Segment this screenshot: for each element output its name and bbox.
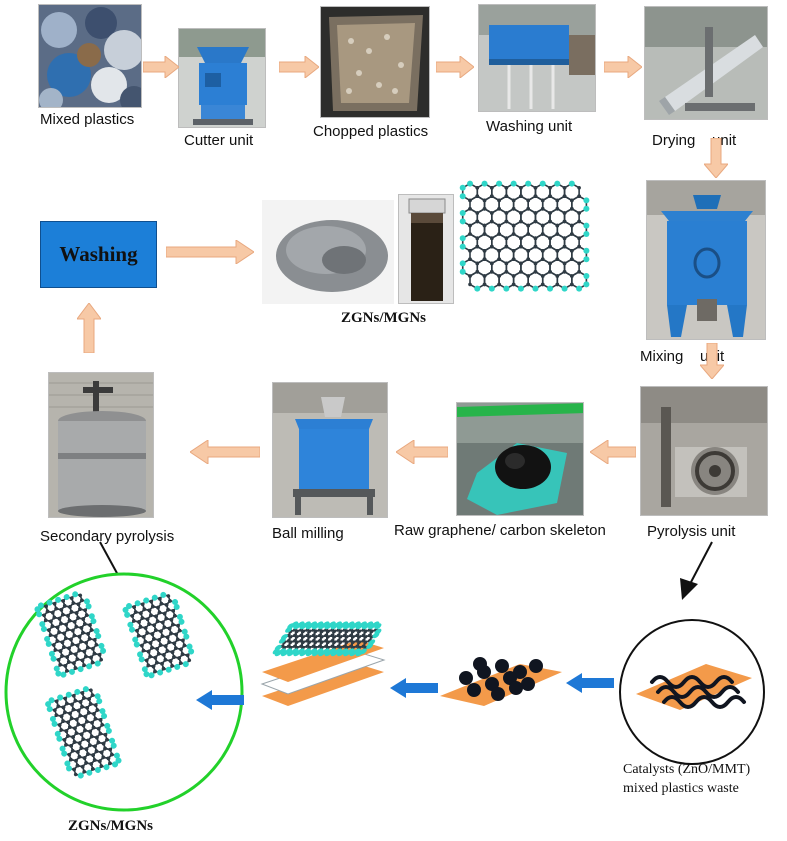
mixing-unit-photo xyxy=(646,180,766,340)
graphene-lattice xyxy=(458,180,610,304)
mixed-plastics-photo xyxy=(38,4,142,108)
arrow-down-2 xyxy=(700,343,724,379)
bottom-schematic xyxy=(4,572,765,812)
catalyst-line2: mixed plastics waste xyxy=(623,781,739,796)
arrow-left-3 xyxy=(590,440,636,464)
secondary-pyrolysis-label: Secondary pyrolysis xyxy=(40,528,175,545)
mixed-plastics-label: Mixed plastics xyxy=(40,111,135,128)
arrow-right-4 xyxy=(604,56,642,78)
raw-graphene-label: Raw graphene/ carbon skeleton xyxy=(394,522,606,539)
arrow-right-1 xyxy=(143,56,179,78)
drying-unit-photo xyxy=(644,6,768,120)
arrow-down-1 xyxy=(704,138,728,178)
chopped-plastics-label: Chopped plastics xyxy=(313,123,429,140)
arrow-up-1 xyxy=(77,303,101,353)
product-bottom-label: ZGNs/MGNs xyxy=(68,818,154,834)
arrow-right-2 xyxy=(279,56,319,78)
graphene-powder-photo xyxy=(262,200,394,304)
catalyst-line1: Catalysts (ZnO/MMT) xyxy=(623,762,751,777)
arrow-left-2 xyxy=(396,440,448,464)
ball-milling-photo xyxy=(272,382,388,518)
arrow-left-1 xyxy=(190,440,260,464)
washing-unit-photo xyxy=(478,4,596,112)
vial-photo xyxy=(398,194,454,304)
washing-box-label: Washing xyxy=(59,242,138,266)
arrow-right-washing xyxy=(166,240,254,264)
raw-graphene-photo xyxy=(456,402,584,516)
arrow-right-3 xyxy=(436,56,474,78)
cutter-unit-photo xyxy=(178,28,266,128)
pyrolysis-unit-photo xyxy=(640,386,768,516)
pyrolysis-unit-label: Pyrolysis unit xyxy=(647,523,736,540)
product-mid-label: ZGNs/MGNs xyxy=(341,310,427,326)
ball-milling-label: Ball milling xyxy=(272,525,344,542)
washing-box: Washing xyxy=(40,221,157,288)
cutter-unit-label: Cutter unit xyxy=(184,132,254,149)
washing-unit-label: Washing unit xyxy=(486,118,573,135)
chopped-plastics-photo xyxy=(320,6,430,118)
pointer-arrow-right xyxy=(680,541,713,600)
secondary-pyrolysis-photo xyxy=(48,372,154,518)
